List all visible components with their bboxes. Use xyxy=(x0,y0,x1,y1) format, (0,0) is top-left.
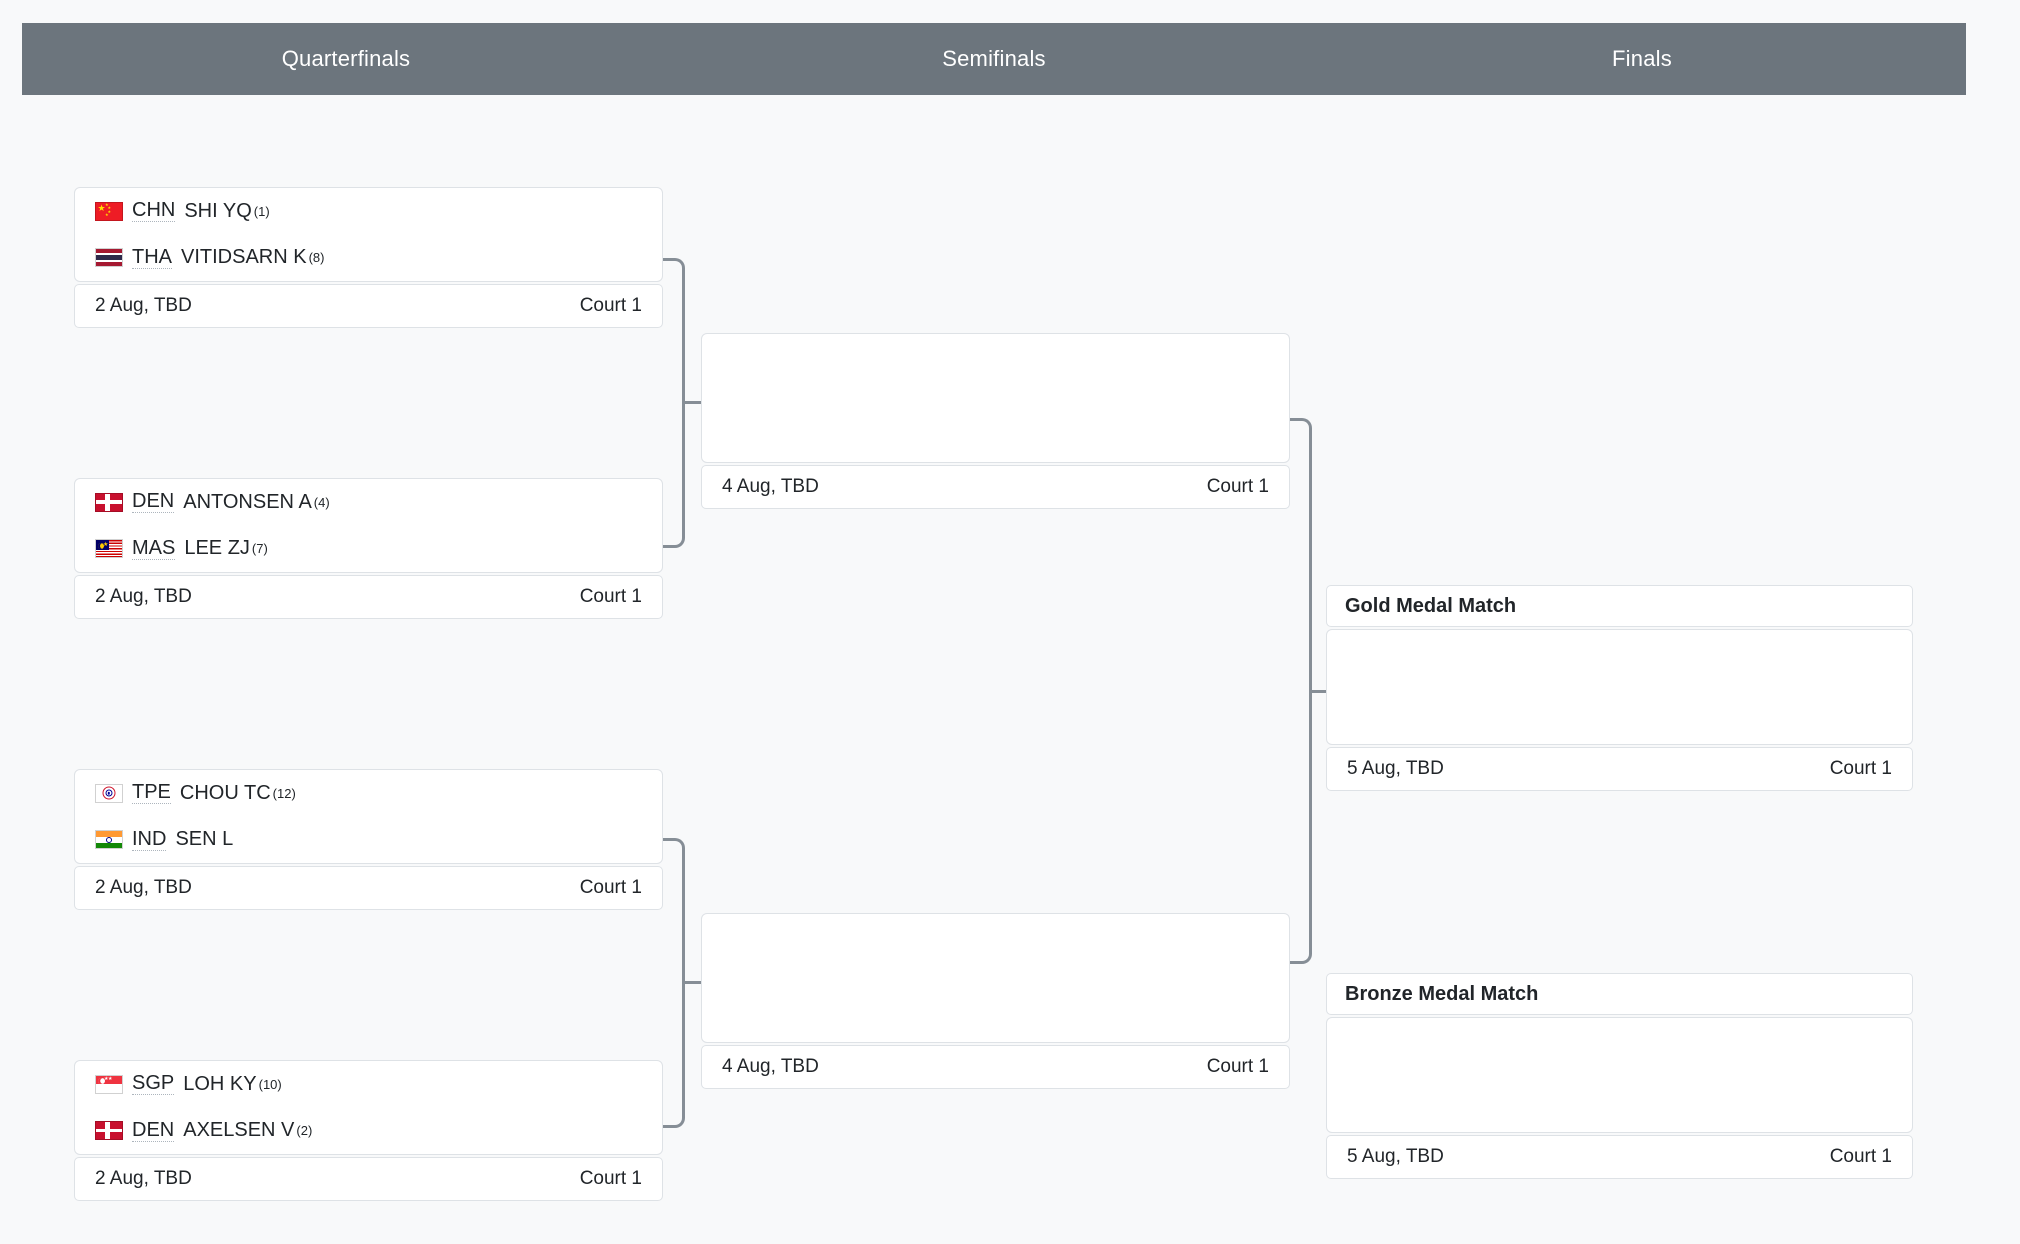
flag-den-icon xyxy=(95,1121,123,1141)
competitor-name: LEE ZJ xyxy=(184,537,250,560)
competitor-row[interactable]: TPE CHOU TC (12) xyxy=(95,770,642,817)
match-card-bronze-medal[interactable]: Bronze Medal Match 5 Aug, TBD Court 1 xyxy=(1326,973,1913,1179)
competitor-country-code: CHN xyxy=(132,199,176,223)
match-footer: 2 Aug, TBD Court 1 xyxy=(74,1157,663,1201)
competitor-name: SEN L xyxy=(175,828,234,851)
match-title-gold-medal: Gold Medal Match xyxy=(1326,585,1913,627)
competitor-country-code: DEN xyxy=(132,490,175,514)
match-card-semifinal-1[interactable]: 4 Aug, TBD Court 1 xyxy=(701,333,1290,509)
match-competitors: DEN ANTONSEN A (4) ★ MAS LEE ZJ (7) xyxy=(74,478,663,573)
competitor-name: SHI YQ xyxy=(184,199,252,222)
flag-tha-icon xyxy=(95,248,123,268)
flag-ind-icon xyxy=(95,830,123,850)
match-court: Court 1 xyxy=(579,295,642,316)
match-date: 5 Aug, TBD xyxy=(1347,1146,1444,1167)
match-competitors: ★ ★★ ★★ CHN SHI YQ (1) THA VITIDSARN K (… xyxy=(74,187,663,282)
match-footer: 2 Aug, TBD Court 1 xyxy=(74,575,663,619)
round-label-finals: Finals xyxy=(1612,46,1672,71)
flag-mas-icon: ★ xyxy=(95,539,123,559)
match-court: Court 1 xyxy=(1206,476,1269,497)
match-footer: 2 Aug, TBD Court 1 xyxy=(74,866,663,910)
match-competitors xyxy=(1326,1017,1913,1133)
match-footer: 2 Aug, TBD Court 1 xyxy=(74,284,663,328)
match-court: Court 1 xyxy=(579,1168,642,1189)
match-court: Court 1 xyxy=(1206,1056,1269,1077)
competitor-row[interactable]: ★ MAS LEE ZJ (7) xyxy=(95,526,642,573)
match-card-quarterfinal-2[interactable]: DEN ANTONSEN A (4) ★ MAS LEE ZJ (7) 2 Au… xyxy=(74,478,663,619)
match-competitors xyxy=(1326,629,1913,745)
match-title-bronze-medal: Bronze Medal Match xyxy=(1326,973,1913,1015)
flag-den-icon xyxy=(95,492,123,512)
match-date: 5 Aug, TBD xyxy=(1347,758,1444,779)
match-card-quarterfinal-3[interactable]: TPE CHOU TC (12) IND SEN L 2 Aug, TBD Co… xyxy=(74,769,663,910)
competitor-seed: (12) xyxy=(272,785,296,801)
competitor-name: ANTONSEN A xyxy=(183,490,312,513)
match-footer: 5 Aug, TBD Court 1 xyxy=(1326,1135,1913,1179)
match-date: 2 Aug, TBD xyxy=(95,1168,192,1189)
match-date: 4 Aug, TBD xyxy=(722,1056,819,1077)
match-date: 2 Aug, TBD xyxy=(95,586,192,607)
connector-qf1-qf2-to-sf1 xyxy=(663,258,685,548)
match-court: Court 1 xyxy=(1829,1146,1892,1167)
match-competitors xyxy=(701,333,1290,463)
match-card-semifinal-2[interactable]: 4 Aug, TBD Court 1 xyxy=(701,913,1290,1089)
match-card-quarterfinal-4[interactable]: ★★ SGP LOH KY (10) DEN AXELSEN V (2) 2 A… xyxy=(74,1060,663,1201)
round-label-semifinals: Semifinals xyxy=(942,46,1046,71)
competitor-name: VITIDSARN K xyxy=(181,246,307,269)
competitor-seed: (7) xyxy=(251,541,268,557)
competitor-row[interactable]: ★ ★★ ★★ CHN SHI YQ (1) xyxy=(95,188,642,235)
connector-stub-sf1-in xyxy=(682,401,702,404)
competitor-country-code: THA xyxy=(132,245,172,269)
competitor-row[interactable]: IND SEN L xyxy=(95,817,642,864)
competitor-name: CHOU TC xyxy=(179,781,271,804)
match-competitors: ★★ SGP LOH KY (10) DEN AXELSEN V (2) xyxy=(74,1060,663,1155)
match-card-gold-medal[interactable]: Gold Medal Match 5 Aug, TBD Court 1 xyxy=(1326,585,1913,791)
match-footer: 4 Aug, TBD Court 1 xyxy=(701,1045,1290,1089)
competitor-country-code: TPE xyxy=(132,781,171,805)
match-date: 4 Aug, TBD xyxy=(722,476,819,497)
match-date: 2 Aug, TBD xyxy=(95,295,192,316)
round-label-quarterfinals: Quarterfinals xyxy=(281,46,411,71)
competitor-seed: (8) xyxy=(308,250,325,266)
competitor-name: AXELSEN V xyxy=(183,1119,295,1142)
flag-sgp-icon: ★★ xyxy=(95,1074,123,1094)
competitor-row[interactable]: ★★ SGP LOH KY (10) xyxy=(95,1061,642,1108)
match-footer: 5 Aug, TBD Court 1 xyxy=(1326,747,1913,791)
connector-stub-sf2-in xyxy=(682,981,702,984)
competitor-name: LOH KY xyxy=(183,1072,257,1095)
match-court: Court 1 xyxy=(1829,758,1892,779)
match-court: Court 1 xyxy=(579,877,642,898)
flag-tpe-icon xyxy=(95,783,123,803)
match-competitors: TPE CHOU TC (12) IND SEN L xyxy=(74,769,663,864)
match-card-quarterfinal-1[interactable]: ★ ★★ ★★ CHN SHI YQ (1) THA VITIDSARN K (… xyxy=(74,187,663,328)
competitor-seed: (1) xyxy=(253,203,270,219)
competitor-country-code: IND xyxy=(132,827,167,851)
competitor-row[interactable]: THA VITIDSARN K (8) xyxy=(95,235,642,282)
competitor-country-code: SGP xyxy=(132,1072,175,1096)
competitor-row[interactable]: DEN AXELSEN V (2) xyxy=(95,1108,642,1155)
connector-sf1-sf2-to-final xyxy=(1290,418,1312,964)
competitor-country-code: DEN xyxy=(132,1118,175,1142)
competitor-country-code: MAS xyxy=(132,536,176,560)
match-competitors xyxy=(701,913,1290,1043)
competitor-seed: (2) xyxy=(296,1123,313,1139)
match-footer: 4 Aug, TBD Court 1 xyxy=(701,465,1290,509)
connector-qf3-qf4-to-sf2 xyxy=(663,838,685,1128)
competitor-row[interactable]: DEN ANTONSEN A (4) xyxy=(95,479,642,526)
round-header-bar: Quarterfinals Semifinals Finals xyxy=(22,23,1966,95)
competitor-seed: (10) xyxy=(258,1076,282,1092)
competitor-seed: (4) xyxy=(313,494,330,510)
match-court: Court 1 xyxy=(579,586,642,607)
flag-chn-icon: ★ ★★ ★★ xyxy=(95,201,123,221)
match-date: 2 Aug, TBD xyxy=(95,877,192,898)
